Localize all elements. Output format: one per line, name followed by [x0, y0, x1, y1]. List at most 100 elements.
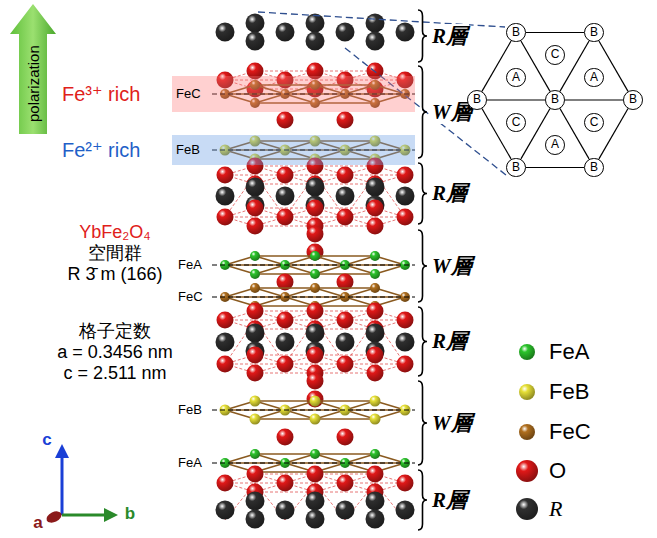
arrow-label: polarization [24, 46, 41, 123]
bond-line [345, 483, 405, 484]
site-letter: A [590, 71, 598, 85]
bond-line [315, 400, 375, 402]
axis-b-line [62, 514, 106, 517]
atom-sphere [307, 303, 324, 320]
bond-line [255, 287, 315, 289]
axis-label: b [125, 504, 135, 524]
atom-sphere [306, 324, 325, 343]
bond-line [255, 166, 315, 167]
valence-band: Fe²⁺ richFeB [60, 135, 415, 165]
site-label: FeC [176, 87, 201, 102]
site-label: FeC [178, 290, 203, 305]
bond-line [345, 217, 405, 218]
info-text: 格子定数 [79, 321, 151, 342]
band-fill [172, 76, 415, 112]
atom-sphere [276, 501, 295, 520]
site-circle: A [545, 135, 565, 155]
atom-sphere [396, 501, 415, 520]
lattice-edge [565, 99, 623, 100]
legend-swatch [519, 424, 535, 440]
atom-sphere [250, 269, 260, 279]
site-circle: B [506, 158, 526, 178]
legend-text: FeB [549, 379, 589, 404]
layer-brace [418, 163, 427, 224]
octahedron-lines [225, 175, 405, 520]
layer-brace [418, 307, 427, 376]
atom-sphere [247, 303, 264, 320]
atom-sphere [216, 333, 235, 352]
lattice-edge [560, 41, 589, 91]
legend-swatch-svg [515, 340, 539, 364]
site-letter: A [512, 71, 520, 85]
bond-line [225, 175, 285, 176]
atom-sphere [276, 187, 295, 206]
bond-line [255, 400, 315, 402]
lattice-edge [526, 32, 584, 33]
atom-sphere [336, 187, 355, 206]
layer-brace [418, 10, 427, 62]
info-text: 空間群 [88, 243, 142, 264]
atom-sphere [216, 501, 235, 520]
site-label: FeB [178, 403, 202, 418]
atom-sphere [246, 32, 265, 51]
site-dashed-line [212, 297, 415, 298]
atom-sphere [336, 23, 355, 42]
atom-sphere [307, 373, 324, 390]
layer-label: W層 [430, 411, 474, 435]
lattice-edge [599, 41, 628, 91]
site-letter: B [590, 26, 598, 40]
atom-sphere [306, 510, 325, 529]
lattice-constant: c = 2.511 nm [63, 363, 166, 384]
site-letter: B [629, 93, 637, 107]
layer-brace [418, 230, 427, 302]
site-circle: B [506, 23, 526, 43]
atom-sphere [397, 356, 414, 373]
bond-line [255, 226, 315, 227]
bond-line [315, 166, 375, 167]
atom-sphere [307, 391, 324, 408]
atom-sphere [370, 449, 380, 459]
compound-formula: YbFe₂O₄ [79, 222, 150, 243]
atom-plane [216, 492, 415, 529]
site-dashed-line [212, 265, 415, 266]
valence-label: Fe³⁺ rich [62, 83, 140, 106]
axis-a-marker [45, 509, 64, 525]
site-label: FeB [176, 143, 200, 158]
axis-b-head [104, 508, 118, 522]
site-label: FeA [178, 258, 202, 273]
legend-text: FeC [549, 419, 591, 444]
bond-line [315, 492, 375, 493]
atom-sphere [337, 209, 354, 226]
bond-line [255, 474, 315, 475]
bond-line [285, 217, 345, 218]
atom-sphere [216, 187, 235, 206]
atom-sphere [370, 414, 381, 425]
atom-sphere [367, 200, 384, 217]
bond-line [315, 226, 375, 227]
atom-sphere [277, 475, 294, 492]
lattice-edge [521, 109, 550, 159]
bond-line [255, 492, 315, 493]
atom-sphere [397, 167, 414, 184]
atom-sphere [366, 178, 385, 197]
site-letter: C [512, 116, 521, 130]
bond-line [255, 355, 315, 356]
atom-sphere [277, 167, 294, 184]
atom-sphere [250, 414, 261, 425]
bond-line [285, 320, 345, 321]
site-circle: C [584, 113, 604, 133]
atom-sphere [310, 414, 321, 425]
layer-brace [418, 470, 427, 530]
atom-sphere [250, 251, 260, 261]
atom-sphere [396, 333, 415, 352]
atom-sphere [366, 510, 385, 529]
axis-c-head [55, 444, 69, 458]
atom-sphere [397, 209, 414, 226]
atom-sphere [277, 312, 294, 329]
atom-sphere [307, 226, 324, 243]
bond-line [225, 320, 285, 321]
bond-line [225, 483, 285, 484]
legend-item: FeB [515, 379, 589, 404]
bond-line [315, 255, 375, 257]
atom-sphere [367, 365, 384, 382]
